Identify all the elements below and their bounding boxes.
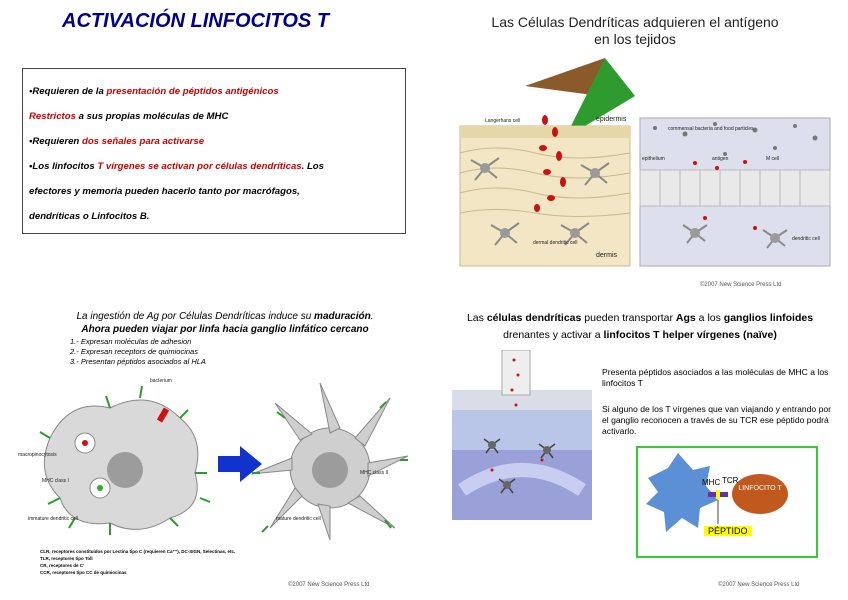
maturation-illustration — [39, 382, 409, 541]
mature-nucleus — [312, 452, 348, 488]
label-mhc: MHC — [702, 478, 721, 487]
label-epidermis: epidermis — [596, 116, 627, 123]
transport-title: Las células dendríticas pueden transport… — [466, 312, 814, 341]
label-mature-dc: mature dendritic cell — [276, 516, 321, 522]
maturation-arrow-icon — [218, 446, 262, 482]
tissue-illustration — [459, 58, 831, 267]
paragraph-virgenes: Si alguno de los T vírgenes que van viaj… — [602, 404, 832, 436]
antigen-dots — [534, 115, 566, 212]
list-item: 1.- Expresan moléculas de adhesion — [70, 337, 192, 346]
label-tcr: TCR — [722, 476, 739, 485]
paragraph-presenta: Presenta péptidos asociados a las molécu… — [602, 367, 829, 388]
label-dermis: dermis — [596, 252, 618, 259]
maduracion-list: 1.- Expresan moléculas de adhesion 2.- E… — [70, 337, 206, 367]
label-dendritic-cell: dendritic cell — [792, 236, 820, 242]
label-linfocito: LINFOCITO T — [738, 485, 782, 492]
label-commensal: commensal bacteria and food particles — [668, 126, 754, 132]
green-arrow-icon — [565, 58, 635, 138]
dendritic-cell-icon — [646, 453, 718, 532]
label-langerhans: Langerhans cell — [485, 118, 521, 124]
label-antigen: antigen — [712, 156, 729, 162]
langerhans-cells — [470, 157, 610, 246]
label-immature-dc: immature dendritic cell — [28, 516, 79, 522]
bullet-4-cont-1: efectores y memoria pueden hacerlo tanto… — [29, 186, 300, 197]
label-dermal-dc: dermal dendritic cell — [533, 240, 578, 246]
bullet-box: •Requieren de la presentación de péptido… — [22, 68, 406, 234]
label-mhc-i: MHC class I — [42, 478, 69, 484]
label-mhc-ii: MHC class II — [360, 470, 389, 476]
label-bacterium: bacterium — [150, 378, 172, 384]
label-peptido: PÉPTIDO — [704, 526, 752, 536]
copyright-top-right: ©2007 New Science Press Ltd — [700, 282, 782, 288]
receptor-marks — [39, 385, 211, 535]
linfocito-t-icon — [732, 474, 788, 514]
bullet-3: •Requieren dos señales para activarse — [29, 136, 205, 147]
bullet-2: Restrictos a sus propias moléculas de MH… — [29, 111, 229, 122]
list-item: 3.- Presentan péptidos asociados al HLA — [70, 357, 206, 366]
receptor-legend: CLR, receptores constituidos por Lectina… — [40, 549, 236, 575]
immature-nucleus — [107, 452, 143, 488]
bullet-4: •Los linfocitos T vírgenes se activan po… — [29, 161, 324, 172]
bullet-4-cont-2: dendríticas o Linfocitos B. — [29, 211, 150, 222]
copyright-bottom-right: ©2007 New Science Press Ltd — [718, 582, 800, 588]
lymph-node-illustration — [452, 350, 592, 520]
mhc-icon — [708, 492, 716, 497]
label-epithelium: epithelium — [642, 156, 665, 162]
mhc-tcr-diagram: MHC TCR LINFOCITO T PÉPTIDO — [636, 446, 818, 558]
bacteria-dots — [653, 122, 818, 156]
label-macropinocytosis: macropinocytosis — [18, 452, 57, 458]
slide-title-activacion: ACTIVACIÓN LINFOCITOS T — [62, 10, 330, 32]
bullet-1: •Requieren de la presentación de péptido… — [29, 86, 279, 97]
label-mcell: M cell — [766, 156, 780, 162]
maduracion-title: La ingestión de Ag por Células Dendrític… — [76, 311, 374, 335]
copyright-bottom-left: ©2007 New Science Press Ltd — [288, 582, 370, 588]
slide-title-dendriticas: Las Células Dendríticas adquieren el ant… — [491, 14, 779, 47]
tcr-icon — [720, 492, 728, 497]
list-item: 2.- Expresan receptors de quimiocinas — [70, 347, 198, 356]
